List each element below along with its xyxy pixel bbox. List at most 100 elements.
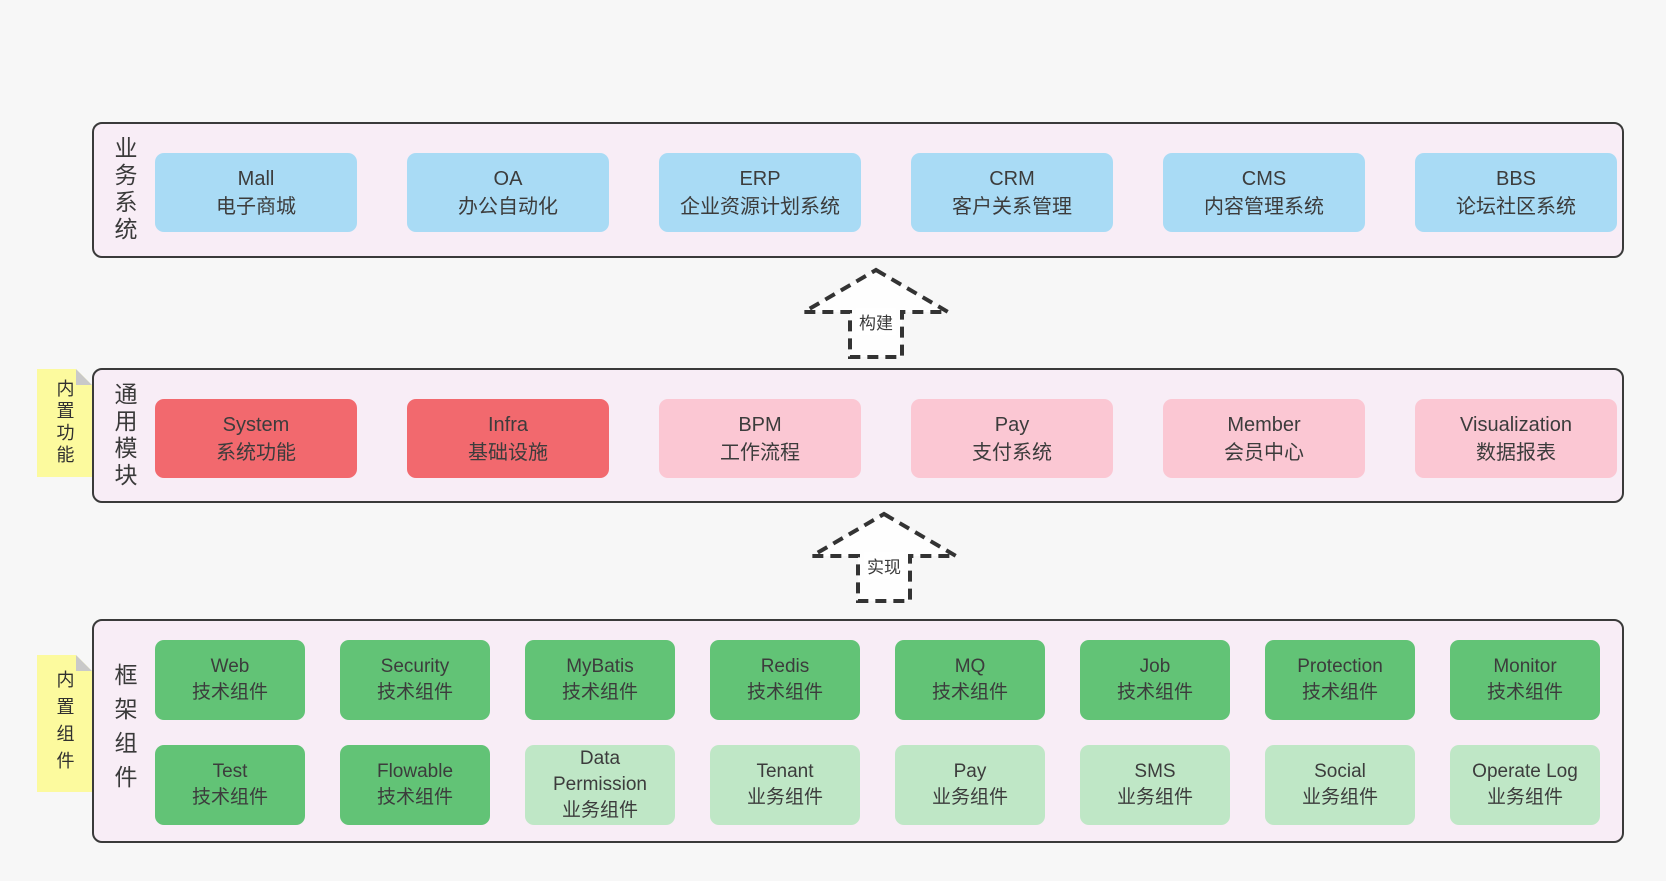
box-subtitle: 技术组件 [376, 787, 453, 808]
box-title: BPM [738, 413, 782, 436]
box-subtitle: 会员中心 [1224, 441, 1304, 464]
box-title: System [222, 413, 290, 436]
arrow-label-build: 构建 [856, 308, 896, 335]
box-protection: Protection 技术组件 [1265, 640, 1415, 720]
box-bbs: BBS 论坛社区系统 [1415, 153, 1617, 232]
sticky-note-builtin-components: 内置组件 [37, 655, 92, 792]
box-subtitle: 论坛社区系统 [1456, 195, 1576, 218]
panel-common-modules: 通用模块 System 系统功能 Infra 基础设施 BPM 工作流程 Pay… [92, 368, 1624, 503]
box-title: Member [1227, 413, 1301, 436]
box-subtitle: 技术组件 [746, 682, 823, 703]
box-title: SMS [1134, 761, 1176, 782]
box-title: Protection [1297, 656, 1383, 677]
box-operate-log: Operate Log 业务组件 [1450, 745, 1600, 825]
box-subtitle: 系统功能 [216, 441, 296, 464]
box-cms: CMS 内容管理系统 [1163, 153, 1365, 232]
box-test: Test 技术组件 [155, 745, 305, 825]
box-erp: ERP 企业资源计划系统 [659, 153, 861, 232]
box-title: Pay [953, 761, 987, 782]
box-subtitle: 技术组件 [1486, 682, 1563, 703]
box-bpm: BPM 工作流程 [659, 399, 861, 478]
components-box-row-2: Test 技术组件 Flowable 技术组件 Data Permission … [155, 745, 1600, 825]
box-subtitle: 业务组件 [931, 787, 1008, 808]
box-subtitle: 工作流程 [720, 441, 800, 464]
panel-label-common-modules: 通用模块 [111, 381, 137, 490]
box-data-permission: Data Permission 业务组件 [525, 745, 675, 825]
box-subtitle: 电子商城 [216, 195, 296, 218]
box-flowable: Flowable 技术组件 [340, 745, 490, 825]
box-title: MQ [954, 656, 986, 677]
box-title: Redis [760, 656, 810, 677]
box-subtitle: 技术组件 [1301, 682, 1378, 703]
box-title: Mall [237, 167, 275, 190]
box-social: Social 业务组件 [1265, 745, 1415, 825]
box-title: Visualization [1460, 413, 1572, 436]
panel-label-framework-components: 框架组件 [111, 663, 137, 799]
panel-business-systems: 业务系统 Mall 电子商城 OA 办公自动化 ERP 企业资源计划系统 CRM… [92, 122, 1624, 258]
box-title: Monitor [1493, 656, 1557, 677]
arrow-label-implement: 实现 [864, 552, 904, 579]
box-subtitle: 技术组件 [931, 682, 1008, 703]
box-pay-module: Pay 支付系统 [911, 399, 1113, 478]
box-title: MyBatis [566, 656, 634, 677]
box-oa: OA 办公自动化 [407, 153, 609, 232]
dashed-up-arrow-build: 构建 [801, 264, 951, 362]
box-title: Tenant [756, 761, 814, 782]
box-subtitle: 业务组件 [746, 787, 823, 808]
box-title: ERP [739, 167, 781, 190]
box-system: System 系统功能 [155, 399, 357, 478]
box-member: Member 会员中心 [1163, 399, 1365, 478]
box-title: Operate Log [1472, 761, 1578, 782]
box-sms: SMS 业务组件 [1080, 745, 1230, 825]
box-web: Web 技术组件 [155, 640, 305, 720]
dashed-up-arrow-implement: 实现 [809, 508, 959, 606]
box-title: BBS [1495, 167, 1537, 190]
box-subtitle: 数据报表 [1476, 441, 1556, 464]
box-title: Flowable [376, 761, 454, 782]
box-subtitle: 技术组件 [376, 682, 453, 703]
box-visualization: Visualization 数据报表 [1415, 399, 1617, 478]
box-mq: MQ 技术组件 [895, 640, 1045, 720]
box-tenant: Tenant 业务组件 [710, 745, 860, 825]
box-job: Job 技术组件 [1080, 640, 1230, 720]
box-subtitle: 内容管理系统 [1204, 195, 1324, 218]
box-subtitle: 技术组件 [191, 787, 268, 808]
sticky-note-text: 内置功能 [54, 379, 75, 467]
box-subtitle: 技术组件 [1116, 682, 1193, 703]
sticky-note-builtin-features: 内置功能 [37, 369, 92, 477]
box-subtitle: 办公自动化 [458, 195, 558, 218]
box-subtitle: 技术组件 [191, 682, 268, 703]
box-subtitle: 客户关系管理 [952, 195, 1072, 218]
box-title: Social [1314, 761, 1366, 782]
box-mybatis: MyBatis 技术组件 [525, 640, 675, 720]
box-title: OA [493, 167, 523, 190]
box-title: Infra [487, 413, 529, 436]
box-subtitle: 企业资源计划系统 [680, 195, 840, 218]
box-subtitle: 业务组件 [1301, 787, 1378, 808]
box-subtitle: 支付系统 [972, 441, 1052, 464]
box-subtitle: 业务组件 [561, 800, 638, 821]
box-pay-component: Pay 业务组件 [895, 745, 1045, 825]
box-title: Test [212, 761, 248, 782]
box-title: Security [380, 656, 450, 677]
sticky-note-text: 内置组件 [54, 669, 75, 778]
box-title: CMS [1241, 167, 1287, 190]
components-box-row-1: Web 技术组件 Security 技术组件 MyBatis 技术组件 Redi… [155, 640, 1600, 720]
box-title: CRM [989, 167, 1035, 190]
box-security: Security 技术组件 [340, 640, 490, 720]
box-crm: CRM 客户关系管理 [911, 153, 1113, 232]
box-title: Pay [994, 413, 1030, 436]
box-title: Data Permission [553, 748, 647, 795]
modules-box-row: System 系统功能 Infra 基础设施 BPM 工作流程 Pay 支付系统… [155, 399, 1617, 478]
box-infra: Infra 基础设施 [407, 399, 609, 478]
box-subtitle: 技术组件 [561, 682, 638, 703]
box-subtitle: 业务组件 [1116, 787, 1193, 808]
box-title: Job [1139, 656, 1171, 677]
panel-framework-components: 框架组件 Web 技术组件 Security 技术组件 MyBatis 技术组件… [92, 619, 1624, 843]
panel-label-business-systems: 业务系统 [111, 136, 137, 244]
box-subtitle: 基础设施 [468, 441, 548, 464]
box-title: Web [210, 656, 250, 677]
business-box-row: Mall 电子商城 OA 办公自动化 ERP 企业资源计划系统 CRM 客户关系… [155, 153, 1617, 232]
box-monitor: Monitor 技术组件 [1450, 640, 1600, 720]
